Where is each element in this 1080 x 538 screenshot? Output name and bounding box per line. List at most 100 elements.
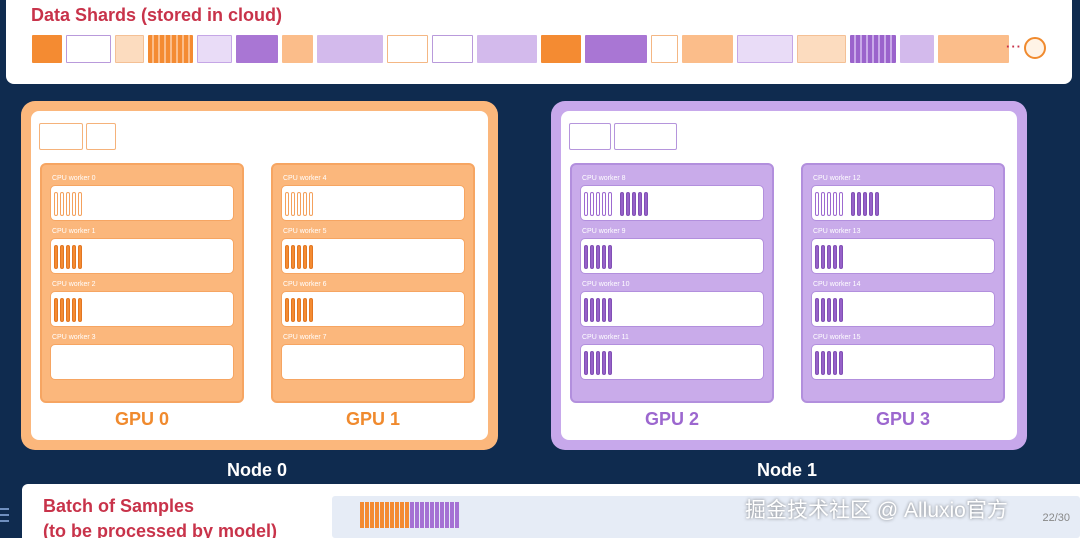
sample-bar	[291, 192, 295, 216]
sample-bar	[833, 351, 837, 375]
cpu-worker-buffer	[281, 344, 465, 380]
batch-sample-bar	[450, 502, 454, 528]
batch-sample-bar	[370, 502, 374, 528]
cpu-worker: CPU worker 3	[50, 334, 234, 387]
cpu-worker: CPU worker 12	[811, 175, 995, 228]
batch-sample-bar	[380, 502, 384, 528]
sample-bar	[827, 245, 831, 269]
sample-bar	[297, 192, 301, 216]
cpu-worker-label: CPU worker 2	[52, 281, 96, 288]
data-shard	[585, 35, 647, 63]
batch-sample-bar	[420, 502, 424, 528]
batch-sample-bar	[440, 502, 444, 528]
sample-bar	[66, 298, 70, 322]
cpu-worker-label: CPU worker 7	[283, 334, 327, 341]
batch-track: 22/30	[332, 496, 1080, 538]
sample-bar	[78, 298, 82, 322]
cpu-worker-label: CPU worker 5	[283, 228, 327, 235]
cpu-worker: CPU worker 1	[50, 228, 234, 281]
batch-sample-bar	[385, 502, 389, 528]
sample-bar	[815, 298, 819, 322]
sample-bar	[614, 192, 618, 216]
sample-bar	[66, 245, 70, 269]
cpu-worker: CPU worker 8	[580, 175, 764, 228]
cpu-worker-label: CPU worker 3	[52, 334, 96, 341]
sample-bar	[291, 298, 295, 322]
sample-bar	[626, 192, 630, 216]
batch-sample-bar	[430, 502, 434, 528]
sample-bar	[869, 192, 873, 216]
batch-title-line2: (to be processed by model)	[43, 521, 278, 538]
sample-bar	[285, 192, 289, 216]
cpu-worker-buffer	[50, 291, 234, 327]
node-1-label: Node 1	[757, 460, 818, 480]
sample-bar	[303, 192, 307, 216]
sample-bar	[827, 192, 831, 216]
gpu-2-label: GPU 2	[644, 409, 700, 429]
sample-bar	[303, 245, 307, 269]
cpu-worker: CPU worker 5	[281, 228, 465, 281]
page-number: 22/30	[1042, 512, 1070, 524]
cpu-worker-label: CPU worker 13	[813, 228, 861, 235]
cpu-worker-label: CPU worker 11	[582, 334, 629, 341]
data-shard	[477, 35, 537, 63]
data-shards-title: Data Shards (stored in cloud)	[31, 5, 283, 25]
cpu-worker-buffer	[580, 185, 764, 221]
batch-sample-bar	[375, 502, 379, 528]
batch-panel: Batch of Samples (to be processed by mod…	[22, 484, 1080, 538]
sample-bar	[590, 245, 594, 269]
sample-bar	[602, 298, 606, 322]
sample-bar	[821, 298, 825, 322]
cpu-worker-label: CPU worker 8	[582, 175, 626, 182]
batch-title: Batch of Samples (to be processed by mod…	[43, 494, 277, 538]
data-shard	[66, 35, 111, 63]
sample-bar	[602, 245, 606, 269]
sample-bar	[584, 351, 588, 375]
cpu-worker-buffer	[281, 238, 465, 274]
sample-bar	[857, 192, 861, 216]
sample-bar	[309, 298, 313, 322]
cpu-worker-label: CPU worker 9	[582, 228, 626, 235]
gpu-1-label: GPU 1	[345, 409, 401, 429]
sample-bar	[815, 245, 819, 269]
sample-bar	[851, 192, 855, 216]
sample-bar	[297, 298, 301, 322]
sample-bar	[608, 245, 612, 269]
data-shards-panel: Data Shards (stored in cloud) ···	[6, 0, 1072, 84]
sample-bar	[590, 351, 594, 375]
sample-bar	[644, 192, 648, 216]
node-0-slot-b	[86, 123, 116, 150]
data-shard	[737, 35, 793, 63]
batch-sample-bar	[425, 502, 429, 528]
sample-bar	[815, 351, 819, 375]
sample-bar	[60, 192, 64, 216]
gpu-3-label: GPU 3	[875, 409, 931, 429]
data-shard	[651, 35, 678, 63]
data-shard	[148, 35, 193, 63]
sample-bar	[66, 192, 70, 216]
node-0-label: Node 0	[227, 460, 288, 480]
cpu-worker-buffer	[811, 238, 995, 274]
menu-icon[interactable]	[0, 508, 9, 528]
sample-bar	[821, 245, 825, 269]
cpu-worker: CPU worker 6	[281, 281, 465, 334]
cpu-worker-buffer	[50, 238, 234, 274]
sample-bar	[60, 245, 64, 269]
batch-sample-bar	[455, 502, 459, 528]
sample-bar	[827, 351, 831, 375]
watermark: 掘金技术社区 @ Alluxio官方	[745, 499, 1008, 522]
sample-bar	[827, 298, 831, 322]
data-shard	[32, 35, 62, 63]
sample-bar	[833, 192, 837, 216]
node-1-slot-b	[614, 123, 677, 150]
sample-bar	[875, 192, 879, 216]
sample-bar	[596, 245, 600, 269]
cpu-worker-label: CPU worker 4	[283, 175, 327, 182]
sample-bar	[584, 192, 588, 216]
sample-bar	[863, 192, 867, 216]
